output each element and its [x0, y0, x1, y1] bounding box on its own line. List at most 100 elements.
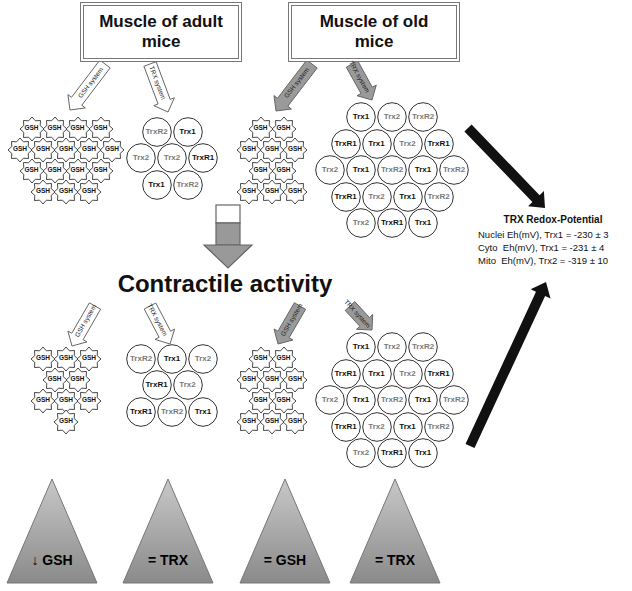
trx-circle: TrxR1 — [331, 412, 361, 442]
star-shape — [272, 159, 296, 183]
gsh-star: GSH — [272, 389, 296, 413]
redox-title: TRX Redox-Potential — [478, 214, 628, 226]
activity-arrow-bottom — [216, 223, 240, 245]
circle-shape — [440, 156, 469, 185]
system-arrow — [346, 61, 376, 100]
trx-text: TrxR2 — [427, 193, 449, 201]
trx-text: Trx1 — [368, 370, 384, 378]
trx-text: TrxR2 — [145, 128, 167, 136]
gsh-star: GSH — [249, 347, 273, 371]
trx-circle: TrxR1 — [377, 208, 407, 238]
trx-text: Trx2 — [384, 113, 400, 121]
trx-circle: TrxR2 — [424, 412, 454, 442]
circle-shape — [409, 386, 438, 415]
gsh-text: GSH — [265, 188, 279, 195]
gsh-text: GSH — [59, 146, 73, 153]
gsh-star: GSH — [89, 159, 113, 183]
activity-title: Contractile activity — [85, 271, 365, 297]
gsh-star: GSH — [283, 180, 307, 204]
circle-shape — [331, 412, 360, 441]
gsh-text: GSH — [265, 146, 279, 153]
trx-circle: Trx1 — [346, 155, 376, 185]
gsh-star: GSH — [283, 410, 307, 434]
result-triangle: = GSH — [239, 478, 331, 584]
star-shape — [260, 180, 284, 204]
gsh-text: GSH — [288, 146, 302, 153]
trx-text: Trx2 — [353, 449, 369, 457]
trx-circle: Trx1 — [346, 385, 376, 415]
circle-shape — [347, 209, 376, 238]
gsh-text: GSH — [242, 188, 256, 195]
circle-shape — [424, 182, 453, 211]
star-shape — [89, 159, 113, 183]
gsh-star: GSH — [77, 138, 101, 162]
trx-circle: Trx1 — [157, 344, 187, 374]
gsh-star: GSH — [77, 347, 101, 371]
trx-circle: TrxR2 — [424, 182, 454, 212]
trx-text: TrxR2 — [412, 343, 434, 351]
star-shape — [249, 117, 273, 141]
circle-shape — [173, 170, 202, 199]
circle-shape — [393, 359, 422, 388]
star-shape — [77, 180, 101, 204]
star-shape — [283, 138, 307, 162]
circle-shape — [331, 129, 360, 158]
circle-shape — [424, 129, 453, 158]
result-text: = GSH — [264, 552, 306, 568]
gsh-star: GSH — [260, 410, 284, 434]
trx-text: TrxR2 — [381, 396, 403, 404]
trx-text: Trx1 — [353, 343, 369, 351]
trx-circle: TrxR2 — [142, 117, 172, 147]
trx-circle: Trx2 — [362, 412, 392, 442]
trx-text: Trx2 — [322, 396, 338, 404]
gsh-star: GSH — [43, 159, 67, 183]
trx-text: TrxR2 — [412, 113, 434, 121]
gsh-text: GSH — [265, 376, 279, 383]
star-shape — [100, 138, 124, 162]
gsh-text: GSH — [47, 376, 61, 383]
trx-circle: TrxR1 — [424, 359, 454, 389]
gsh-text: GSH — [242, 418, 256, 425]
trx-circle: Trx1 — [346, 332, 376, 362]
trx-text: TrxR1 — [334, 370, 356, 378]
trx-text: Trx2 — [368, 193, 384, 201]
star-shape — [66, 117, 90, 141]
circle-shape — [142, 371, 171, 400]
trx-circle: Trx2 — [157, 143, 187, 173]
circle-shape — [158, 144, 187, 173]
circle-shape — [127, 344, 156, 373]
triangle-shape — [240, 479, 330, 583]
gsh-star: GSH — [31, 180, 55, 204]
gsh-star: GSH — [89, 117, 113, 141]
circle-shape — [424, 359, 453, 388]
star-shape — [66, 159, 90, 183]
trx-circle: TrxR1 — [126, 397, 156, 427]
trx-text: TrxR2 — [427, 423, 449, 431]
trx-circle: Trx2 — [362, 182, 392, 212]
gsh-star: GSH — [66, 368, 90, 392]
star-shape — [249, 159, 273, 183]
trx-text: Trx1 — [148, 181, 164, 189]
circle-shape — [409, 103, 438, 132]
gsh-text: GSH — [82, 146, 96, 153]
star-shape — [31, 138, 55, 162]
trx-circle: Trx2 — [346, 438, 376, 468]
gsh-star: GSH — [249, 389, 273, 413]
gsh-text: GSH — [24, 167, 38, 174]
circle-shape — [173, 371, 202, 400]
gsh-text: GSH — [36, 397, 50, 404]
triangle-shape — [123, 479, 213, 583]
gsh-text: GSH — [70, 167, 84, 174]
trx-text: Trx1 — [415, 449, 431, 457]
gsh-text: GSH — [276, 397, 290, 404]
star-shape — [283, 180, 307, 204]
gsh-star: GSH — [272, 347, 296, 371]
gsh-star: GSH — [249, 159, 273, 183]
gsh-star: GSH — [31, 347, 55, 371]
star-shape — [31, 347, 55, 371]
trx-text: TrxR1 — [427, 370, 449, 378]
trx-circle: Trx2 — [173, 370, 203, 400]
trx-circle: Trx1 — [173, 117, 203, 147]
circle-shape — [362, 359, 391, 388]
circle-shape — [362, 129, 391, 158]
